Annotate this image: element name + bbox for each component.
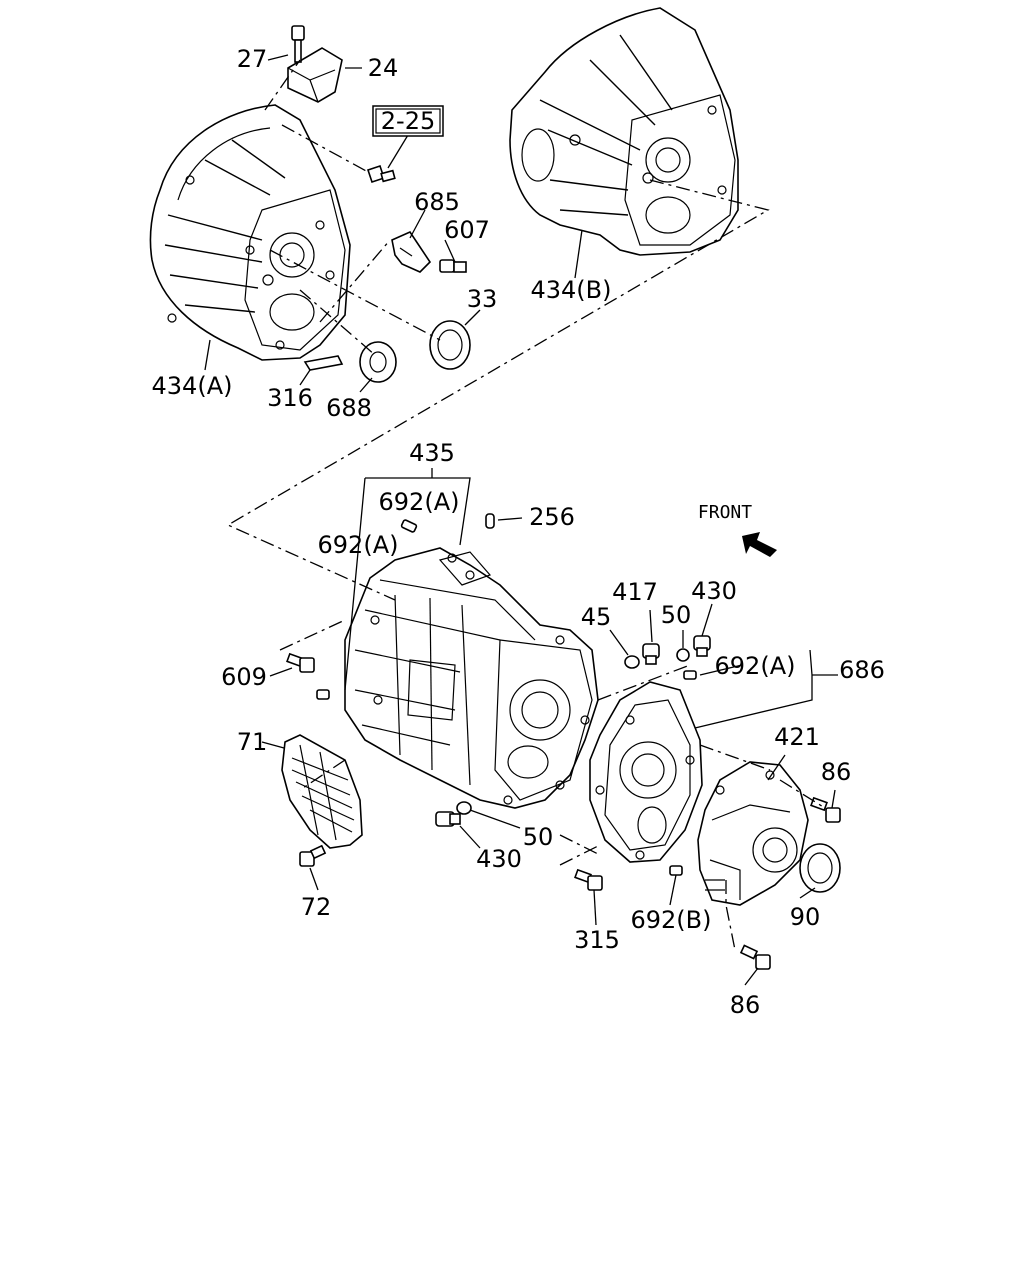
plate-part-316 xyxy=(303,355,344,371)
label-430-upper: 430 xyxy=(691,577,737,605)
reference-box-2-25 xyxy=(372,105,444,137)
clutch-housing-434b xyxy=(509,7,739,256)
transmission-case-435 xyxy=(344,547,599,809)
bolt-part-27 xyxy=(291,25,305,63)
label-434b: 434(B) xyxy=(531,276,612,304)
label-686: 686 xyxy=(839,656,885,684)
label-609: 609 xyxy=(221,663,267,691)
label-692a-left: 692(A) xyxy=(318,531,399,559)
rear-cover-part-421 xyxy=(697,761,809,906)
bolt-part-609 xyxy=(286,652,315,673)
label-607: 607 xyxy=(444,216,490,244)
clutch-housing-434a xyxy=(149,104,351,361)
label-256: 256 xyxy=(529,503,575,531)
bracket-part-685 xyxy=(391,230,432,273)
assembly-dash-lines xyxy=(226,59,826,951)
bolt-part-72 xyxy=(299,844,327,867)
bolt-2-25 xyxy=(366,164,396,184)
leader-lines xyxy=(204,54,838,986)
label-50-lower: 50 xyxy=(523,823,554,851)
label-688: 688 xyxy=(326,394,372,422)
label-417: 417 xyxy=(612,578,658,606)
bolt-part-86-lower xyxy=(739,944,771,970)
label-86-upper: 86 xyxy=(821,758,852,786)
front-direction-arrow-icon xyxy=(742,532,777,557)
bolt-part-315 xyxy=(574,868,603,891)
label-692b: 692(B) xyxy=(631,906,712,934)
label-315: 315 xyxy=(574,926,620,954)
label-27: 27 xyxy=(237,45,268,73)
label-45: 45 xyxy=(581,603,612,631)
label-90: 90 xyxy=(790,903,821,931)
oil-seal-part-33 xyxy=(429,320,471,370)
center-plate-686 xyxy=(589,681,703,863)
bolt-part-607 xyxy=(439,259,467,273)
plug-part-430-lower xyxy=(435,811,461,827)
dowel-pin-692b xyxy=(669,865,683,876)
o-ring-part-45 xyxy=(624,655,640,669)
label-24: 24 xyxy=(368,54,399,82)
collar-part-688 xyxy=(359,341,397,383)
label-692a-right: 692(A) xyxy=(715,652,796,680)
label-434a: 434(A) xyxy=(152,372,233,400)
front-label: FRONT xyxy=(698,502,752,523)
plug-part-417 xyxy=(642,643,660,665)
pin-part-256 xyxy=(485,513,495,529)
label-33: 33 xyxy=(467,285,498,313)
gasket-part-50-upper xyxy=(676,648,690,662)
label-421: 421 xyxy=(774,723,820,751)
plug-part-430-upper xyxy=(693,635,711,657)
label-685: 685 xyxy=(414,188,460,216)
ref-box-label: 2-25 xyxy=(381,107,435,135)
label-86-lower: 86 xyxy=(730,991,761,1019)
oil-seal-part-90 xyxy=(799,843,841,893)
label-316: 316 xyxy=(267,384,313,412)
label-72: 72 xyxy=(301,893,332,921)
label-435: 435 xyxy=(409,439,455,467)
label-50-upper: 50 xyxy=(661,601,692,629)
label-430-lower: 430 xyxy=(476,845,522,873)
label-71: 71 xyxy=(237,728,268,756)
label-692a-top: 692(A) xyxy=(379,488,460,516)
part-labels: 2-25 27 24 685 607 33 434(A) 316 688 434… xyxy=(152,45,885,1019)
gasket-part-50-lower xyxy=(456,801,472,815)
bolt-part-86-upper xyxy=(810,796,841,823)
dowel-pin-692a xyxy=(316,519,697,700)
side-cover-part-71 xyxy=(281,734,363,849)
